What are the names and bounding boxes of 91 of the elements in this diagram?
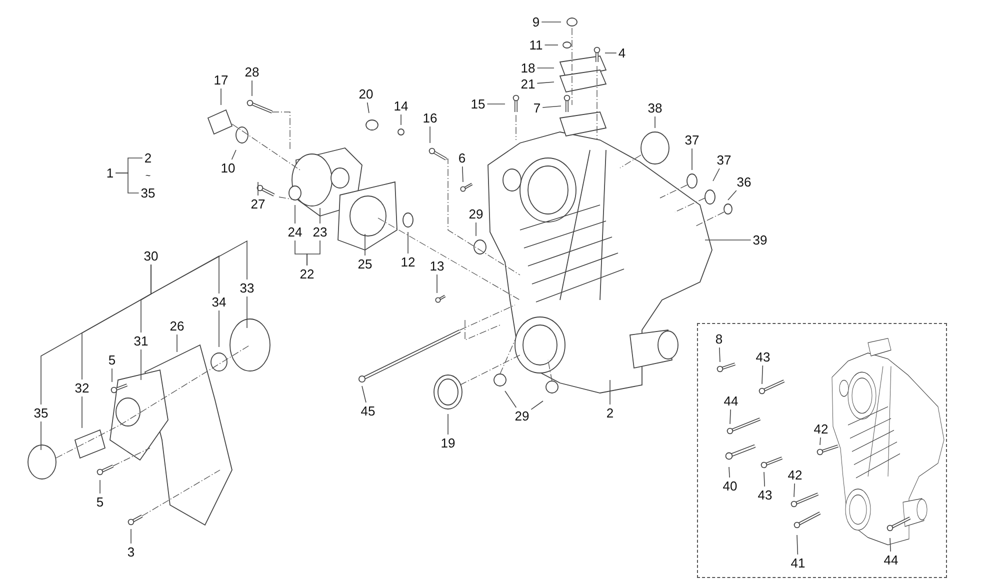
bracket-line — [306, 240, 320, 266]
leader-line — [719, 347, 720, 362]
leader-line — [654, 116, 656, 128]
callout-number: 17 — [214, 74, 228, 86]
callout-number: 21 — [520, 78, 536, 90]
callout-number: 35 — [34, 406, 48, 420]
callout-number: 19 — [440, 436, 456, 450]
leader-line — [762, 365, 764, 384]
leader-line — [436, 274, 438, 294]
callout-number: 20 — [358, 88, 374, 100]
callout-number: 5 — [108, 354, 116, 366]
callout-number: 25 — [358, 258, 372, 270]
callout-number: 35 — [140, 186, 156, 200]
leader-line — [294, 204, 296, 224]
callout-number: 27 — [250, 198, 266, 210]
leader-line — [176, 334, 178, 352]
leader-line — [462, 166, 464, 182]
callout-number: 42 — [788, 468, 802, 482]
leader-line — [794, 483, 795, 498]
leader-line — [130, 528, 132, 544]
callout-number: 1 — [106, 166, 114, 180]
callout-number: 22 — [300, 268, 314, 280]
callout-number: 2 — [144, 152, 152, 164]
leader-line — [220, 88, 222, 106]
leader-line — [140, 349, 142, 380]
callout-number: 7 — [533, 102, 541, 114]
callout-number: 23 — [312, 226, 328, 238]
callout-number: 43 — [758, 488, 772, 502]
callout-number: 45 — [360, 404, 376, 418]
callout-number: 37 — [684, 134, 700, 146]
callout-number: 31 — [134, 334, 148, 348]
leader-line — [504, 390, 517, 408]
callout-number: 44 — [724, 394, 738, 408]
leader-line — [604, 52, 617, 54]
callout-number: 26 — [170, 320, 184, 332]
range-sign: ~ — [145, 172, 151, 180]
callout-number: 13 — [430, 260, 444, 272]
leader-line — [246, 296, 248, 328]
callout-number: 5 — [96, 496, 104, 508]
callout-number: 32 — [74, 382, 90, 394]
callout-number: 2 — [606, 406, 614, 420]
callout-number: 4 — [618, 46, 626, 60]
leader-line — [712, 168, 720, 182]
inset-frame — [697, 323, 947, 578]
callout-number: 44 — [884, 554, 898, 566]
leader-line — [362, 386, 366, 403]
leader-line — [890, 538, 891, 552]
callout-number: 30 — [144, 250, 158, 262]
leader-line — [364, 234, 366, 256]
leader-line — [544, 44, 558, 46]
leader-line — [231, 150, 236, 160]
callout-number: 8 — [715, 332, 723, 346]
callout-number: 36 — [736, 176, 752, 188]
leader-line — [730, 409, 731, 424]
leader-line — [366, 102, 370, 114]
callout-number: 11 — [529, 38, 543, 52]
leader-line — [530, 400, 544, 410]
leader-line — [764, 472, 765, 487]
callout-number: 16 — [422, 112, 438, 124]
leader-line — [820, 437, 821, 446]
callout-number: 42 — [814, 422, 828, 436]
callout-number: 6 — [458, 152, 466, 164]
callout-number: 33 — [240, 282, 254, 294]
bracket-line — [150, 240, 248, 295]
callout-number: 14 — [394, 100, 408, 112]
callout-number: 18 — [520, 62, 536, 74]
callout-number: 34 — [212, 296, 226, 308]
leader-line — [400, 114, 402, 126]
callout-number: 12 — [400, 256, 416, 268]
callout-number: 29 — [468, 208, 484, 220]
leader-line — [728, 466, 730, 478]
callout-number: 28 — [244, 66, 260, 78]
callout-number: 41 — [790, 556, 806, 570]
leader-line — [542, 106, 562, 108]
bracket-line — [115, 172, 140, 194]
callout-number: 29 — [514, 410, 530, 422]
callout-number: 10 — [220, 162, 236, 174]
leader-line — [218, 310, 220, 348]
callout-number: 38 — [648, 102, 662, 114]
callout-number: 39 — [752, 234, 768, 246]
callout-number: 37 — [716, 154, 732, 166]
leader-line — [40, 421, 42, 450]
callout-number: 24 — [288, 226, 302, 238]
leader-line — [728, 190, 737, 200]
callout-number: 40 — [722, 480, 738, 492]
callout-number: 15 — [470, 98, 486, 110]
leader-line — [536, 82, 554, 84]
leader-line — [796, 534, 798, 555]
callout-number: 43 — [756, 350, 770, 364]
callout-number: 9 — [532, 16, 540, 28]
callout-number: 3 — [127, 546, 135, 558]
